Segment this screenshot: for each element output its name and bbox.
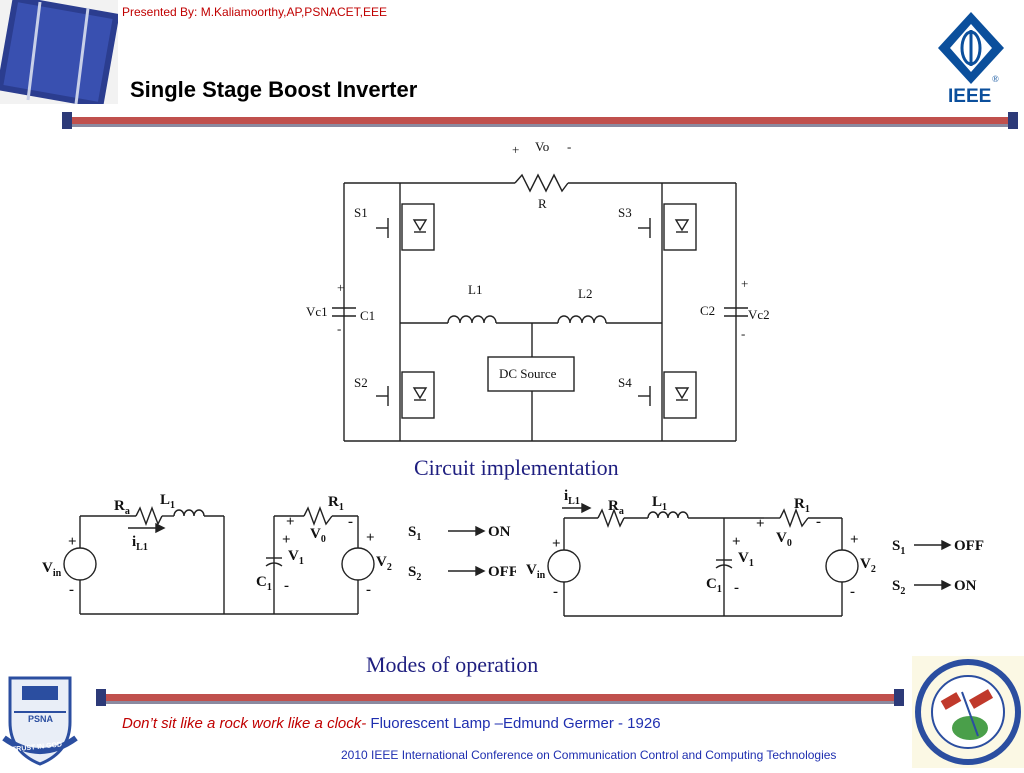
mode1-v0-plus: + [286, 514, 295, 530]
label-c1-minus: - [337, 321, 341, 336]
svg-text:C1: C1 [706, 576, 722, 595]
label-vc2: Vc2 [748, 307, 770, 322]
mode-1-circuit: Vin + - Ra L1 iL1 R1 V0 + - V1 + - C1 V2… [42, 492, 516, 615]
svg-text:Vin: Vin [526, 562, 546, 581]
mode1-v1-minus: - [284, 578, 289, 594]
mode2-vin-minus: - [553, 584, 558, 600]
mode2-s1-state: OFF [954, 538, 984, 554]
footer-quote: Don’t sit like a rock work like a clock-… [122, 715, 661, 732]
top-divider-bar [62, 112, 1018, 129]
ieee-logo: ® IEEE [934, 10, 1009, 110]
svg-text:R1: R1 [328, 494, 344, 513]
modes-caption: Modes of operation [366, 652, 539, 677]
svg-text:S1: S1 [892, 538, 905, 557]
svg-text:V0: V0 [310, 526, 326, 545]
mode2-v2-minus: - [850, 584, 855, 600]
label-c2-plus: + [741, 276, 748, 291]
svg-text:V1: V1 [288, 548, 304, 567]
label-vo-minus: - [567, 139, 571, 154]
mode1-vin-minus: - [69, 582, 74, 598]
mode2-v2-plus: + [850, 532, 859, 548]
college-seal-icon [915, 659, 1021, 765]
quote-blue-text: Fluorescent Lamp –Edmund Germer - 1926 [370, 715, 661, 732]
svg-text:iL1: iL1 [132, 534, 148, 553]
svg-text:®: ® [992, 74, 999, 84]
psna-logo-text: PSNA [28, 714, 54, 724]
mode2-v1-plus: + [732, 534, 741, 550]
label-vc1: Vc1 [306, 304, 328, 319]
label-s3: S3 [618, 205, 632, 220]
label-s1: S1 [354, 205, 368, 220]
label-c1: C1 [360, 308, 375, 323]
label-l2: L2 [578, 286, 592, 301]
label-s4: S4 [618, 375, 632, 390]
mode2-v0-minus: - [816, 514, 821, 530]
label-l1: L1 [468, 282, 482, 297]
svg-text:S1: S1 [408, 524, 421, 543]
bottom-divider-bar [96, 689, 904, 706]
svg-text:Ra: Ra [114, 498, 130, 517]
label-c1-plus: + [337, 280, 344, 295]
mode1-s2-state: OFF [488, 564, 516, 580]
mode1-s1-state: ON [488, 524, 511, 540]
svg-text:iL1: iL1 [564, 488, 580, 507]
presenter-credit: Presented By: M.Kaliamoorthy,AP,PSNACET,… [122, 5, 388, 19]
quote-red-text: Don’t sit like a rock work like a clock- [122, 715, 367, 732]
psna-logo: PSNA TRUST IN GOD [0, 672, 80, 768]
mode1-v1-plus: + [282, 532, 291, 548]
svg-text:V0: V0 [776, 530, 792, 549]
conference-name: 2010 IEEE International Conference on Co… [341, 748, 837, 762]
ieee-diamond-icon: ® [938, 12, 1004, 84]
mode1-v2-minus: - [366, 582, 371, 598]
label-s2: S2 [354, 375, 368, 390]
mode2-s2-state: ON [954, 578, 977, 594]
solar-cell-image [0, 0, 120, 109]
mode1-vin-plus: + [68, 534, 77, 550]
label-c2-minus: - [741, 326, 745, 341]
mode2-v1-minus: - [734, 580, 739, 596]
mode1-v2-plus: + [366, 530, 375, 546]
label-c2: C2 [700, 303, 715, 318]
svg-text:V2: V2 [860, 556, 876, 575]
label-dc-source: DC Source [499, 366, 557, 381]
catholic-college-logo [912, 656, 1024, 768]
label-vo-plus: + [512, 142, 519, 157]
mode2-vin-plus: + [552, 536, 561, 552]
label-r: R [538, 196, 547, 211]
mode2-v0-plus: + [756, 516, 765, 532]
mode-2-circuit: Vin + - iL1 Ra L1 R1 V0 + - V1 + - C1 V2… [526, 488, 984, 617]
boost-inverter-circuit: Vo + - R S1 S2 S3 S4 C1 C2 Vc1 Vc2 + - +… [306, 139, 770, 442]
slide-title: Single Stage Boost Inverter [130, 77, 418, 102]
svg-text:C1: C1 [256, 574, 272, 593]
svg-text:S2: S2 [408, 564, 421, 583]
svg-text:Vin: Vin [42, 560, 62, 579]
mode1-v0-minus: - [348, 514, 353, 530]
svg-text:V2: V2 [376, 554, 392, 573]
solar-panel-icon [0, 0, 120, 109]
ieee-logo-text: IEEE [948, 86, 992, 107]
circuit-caption: Circuit implementation [414, 455, 619, 480]
svg-text:L1: L1 [652, 494, 667, 513]
label-vo: Vo [535, 139, 549, 154]
switch-s1 [376, 203, 435, 251]
psna-crest-icon [2, 676, 78, 766]
svg-text:V1: V1 [738, 550, 754, 569]
svg-text:S2: S2 [892, 578, 905, 597]
svg-text:L1: L1 [160, 492, 175, 511]
